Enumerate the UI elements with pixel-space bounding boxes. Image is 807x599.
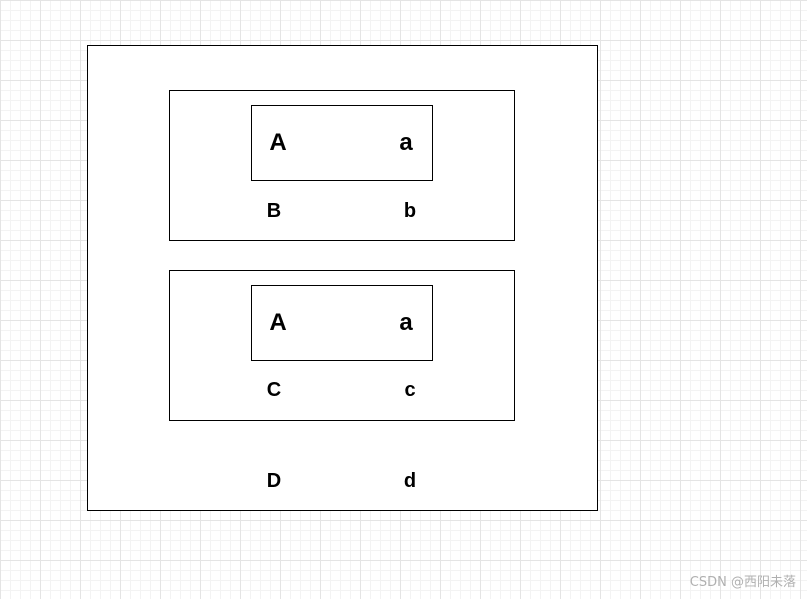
label-group-top-right: b <box>403 200 417 222</box>
label-group-bottom-right: c <box>404 379 416 401</box>
label-group-bottom-left: C <box>266 379 282 401</box>
label-inner-top-left: A <box>269 129 287 156</box>
watermark-text: CSDN @西阳未落 <box>689 575 796 590</box>
label-group-top-left: B <box>266 200 282 222</box>
label-outer-right: d <box>403 470 417 492</box>
inner-box-bottom <box>251 285 433 361</box>
label-inner-bottom-left: A <box>269 309 287 336</box>
inner-box-top <box>251 105 433 181</box>
label-outer-left: D <box>266 470 282 492</box>
label-inner-bottom-right: a <box>399 309 413 336</box>
label-inner-top-right: a <box>399 129 413 156</box>
